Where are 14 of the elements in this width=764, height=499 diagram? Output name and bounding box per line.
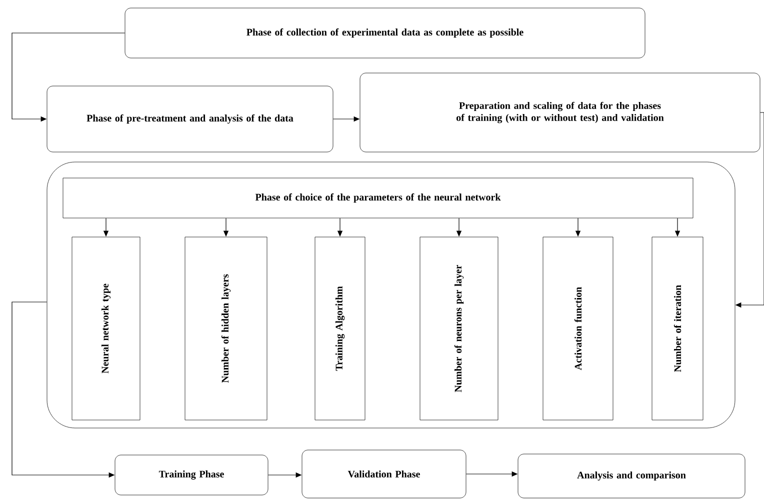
heading-box: Phase of choice of the parameters of the neural network xyxy=(62,178,694,218)
process-box: Preparation and scaling of data for the phases of training (with or without test) and validation xyxy=(360,72,760,152)
group-frame xyxy=(46,162,736,428)
process-box: Phase of collection of experimental data as complete as possible xyxy=(124,8,646,58)
parameter-box: Number of neurons per layer xyxy=(420,236,498,420)
process-box: Validation Phase xyxy=(302,450,466,498)
parameter-box: Activation function xyxy=(542,236,614,420)
parameter-box: Number of hidden layers xyxy=(184,236,268,420)
parameter-box: Training Algorithm xyxy=(314,236,366,420)
parameter-box: Number of iteration xyxy=(652,236,704,420)
parameter-box: Neural network type xyxy=(72,236,140,420)
process-box: Training Phase xyxy=(114,454,268,496)
process-box: Analysis and comparison xyxy=(518,454,746,498)
process-box: Phase of pre-treatment and analysis of the data xyxy=(46,86,334,152)
